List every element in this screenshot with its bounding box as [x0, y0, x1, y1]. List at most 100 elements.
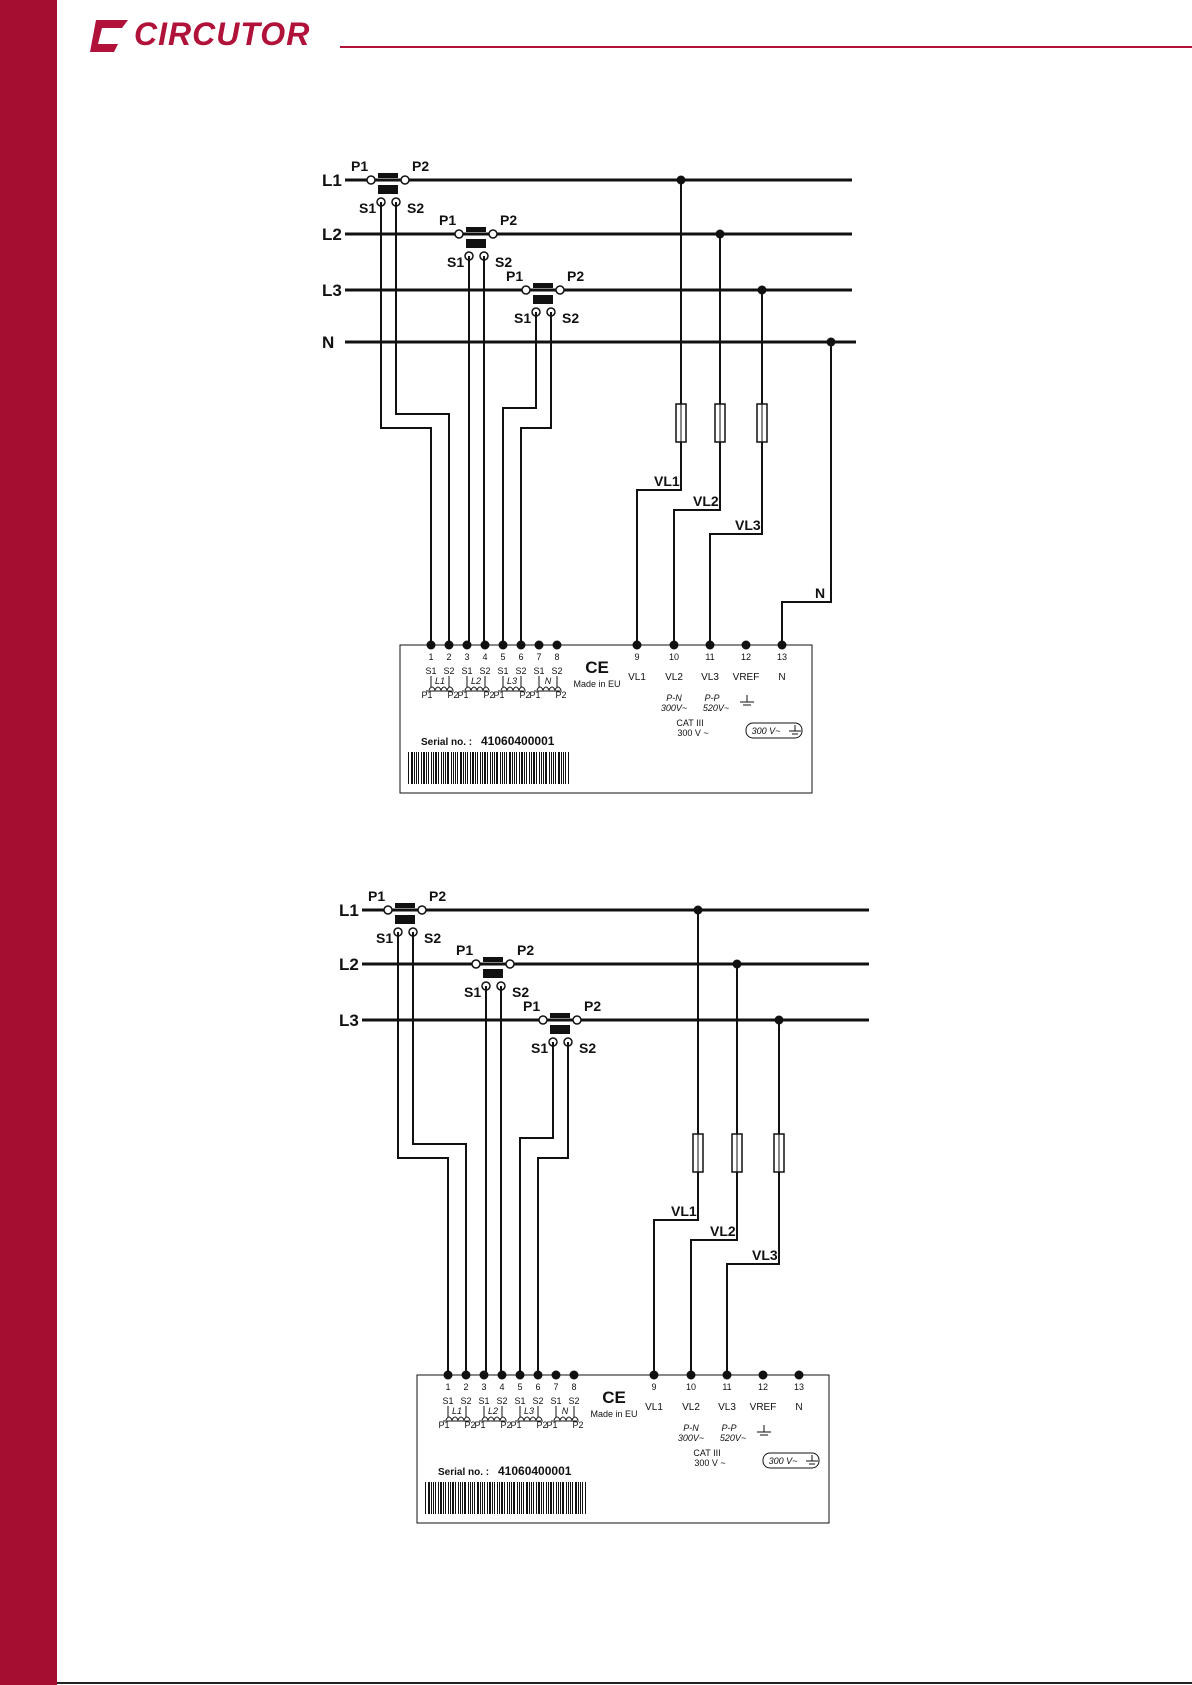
barcode-bar: [517, 1482, 518, 1514]
barcode-bar: [448, 1482, 449, 1514]
terminal-number: 5: [500, 652, 505, 662]
barcode-bar: [546, 1482, 547, 1514]
terminal-number: 7: [536, 652, 541, 662]
terminal-5: [498, 640, 508, 650]
terminal-10: [686, 1370, 696, 1380]
ct-terminal-p1: [454, 229, 464, 239]
barcode-bar: [453, 752, 454, 784]
terminal-4: [497, 1370, 507, 1380]
ct-label-p1: P1: [506, 268, 523, 284]
ct-label-p2: P2: [517, 942, 534, 958]
terminal-5: [515, 1370, 525, 1380]
barcode-bar: [568, 752, 569, 784]
barcode-bar: [496, 752, 498, 784]
ct-symbol-p1: P1: [546, 1420, 557, 1430]
barcode-bar: [484, 752, 486, 784]
barcode-bar: [472, 752, 474, 784]
terminal-7: [551, 1370, 561, 1380]
barcode-bar: [531, 752, 532, 784]
barcode-bar: [558, 752, 560, 784]
voltage-label: VL2: [693, 493, 719, 509]
terminal-number: 6: [518, 652, 523, 662]
terminal-2: [444, 640, 454, 650]
barcode-bar: [543, 752, 544, 784]
barcode-bar: [460, 1482, 461, 1514]
ct-symbol-coil: [500, 686, 526, 692]
barcode-bar: [460, 752, 462, 784]
terminal-number: 8: [571, 1382, 576, 1392]
barcode-bar: [431, 1482, 432, 1514]
ct-symbol-p1: P1: [493, 690, 504, 700]
ct-core: [466, 227, 486, 236]
terminal-1: [443, 1370, 453, 1380]
barcode-bar: [555, 752, 556, 784]
barcode-bar: [462, 1482, 463, 1514]
barcode-bar: [568, 1482, 569, 1514]
terminal-number: 11: [722, 1382, 731, 1392]
ct-symbol-name: L3: [507, 676, 517, 686]
barcode-bar: [504, 752, 505, 784]
barcode-bar: [480, 752, 481, 784]
voltage-wire: [690, 964, 738, 1375]
terminal-12: [741, 640, 751, 650]
barcode-bar: [489, 1482, 491, 1514]
ct-symbol-name: N: [545, 676, 552, 686]
ce-mark: CE: [585, 658, 609, 677]
barcode-bar: [521, 1482, 522, 1514]
voltage-label: VL1: [654, 473, 680, 489]
barcode-bar: [428, 752, 429, 784]
barcode-bar: [551, 752, 552, 784]
ct-symbol-p2: P2: [536, 1420, 547, 1430]
barcode-bar: [549, 752, 550, 784]
barcode-bar: [565, 752, 566, 784]
line-label: L3: [339, 1011, 359, 1030]
ct-label-s2: S2: [512, 984, 529, 1000]
ct-core: [483, 957, 503, 966]
barcode-bar: [451, 752, 452, 784]
terminal-number: 2: [446, 652, 451, 662]
barcode-bar: [541, 1482, 542, 1514]
voltage-terminal-name: VREF: [750, 1402, 777, 1413]
barcode-bar: [516, 752, 517, 784]
barcode: [425, 1482, 586, 1514]
barcode-bar: [445, 752, 446, 784]
header-rule: [340, 46, 1192, 48]
barcode-bar: [531, 1482, 532, 1514]
ct-label-s1: S1: [514, 310, 531, 326]
voltage-terminal-name: VL1: [628, 672, 646, 683]
barcode-bar: [477, 752, 478, 784]
ct-terminal-p2: [417, 905, 427, 915]
terminal-number: 9: [634, 652, 639, 662]
barcode-bar: [536, 752, 537, 784]
ct-symbol-p2: P2: [572, 1420, 583, 1430]
terminal-number: 9: [651, 1382, 656, 1392]
barcode-bar: [421, 752, 422, 784]
ct-core: [466, 239, 486, 248]
voltage-terminal-name: N: [795, 1402, 802, 1413]
cat-value: 300 V ~: [677, 728, 708, 738]
barcode-bar: [470, 1482, 471, 1514]
barcode-bar: [435, 752, 437, 784]
voltage-terminal-name: VL1: [645, 1402, 663, 1413]
barcode-bar: [509, 1482, 510, 1514]
terminal-2: [461, 1370, 471, 1380]
ct-symbol-s2: S2: [515, 666, 526, 676]
ct-terminal-p2: [572, 1015, 582, 1025]
terminal-13: [777, 640, 787, 650]
ct-symbol-s2: S2: [532, 1396, 543, 1406]
ct-symbol-p1: P1: [421, 690, 432, 700]
ct-terminal-p2: [400, 175, 410, 185]
line-label: N: [322, 333, 334, 352]
barcode-bar: [435, 1482, 436, 1514]
rating-box-text: 300 V~: [752, 726, 781, 736]
barcode-bar: [458, 1482, 459, 1514]
ct-symbol-p1: P1: [510, 1420, 521, 1430]
terminal-number: 6: [535, 1382, 540, 1392]
ct-symbol-name: L2: [471, 676, 481, 686]
barcode-bar: [408, 752, 409, 784]
ct-symbol-p1: P1: [438, 1420, 449, 1430]
terminal-number: 10: [669, 652, 679, 662]
barcode-bar: [533, 752, 535, 784]
ct-label-p2: P2: [567, 268, 584, 284]
